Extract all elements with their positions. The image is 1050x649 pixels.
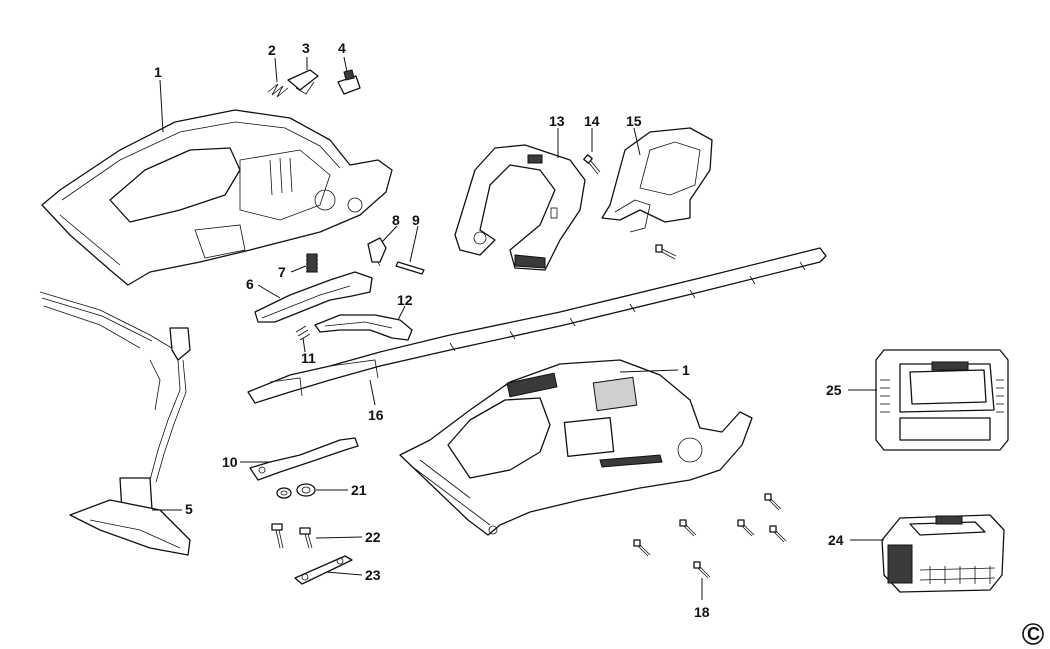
part-24-battery [881, 514, 1005, 593]
part-9-pin [395, 261, 425, 275]
part-23-strip [294, 555, 353, 585]
leader-part-9 [409, 225, 419, 263]
label-part-22: 22 [365, 529, 381, 545]
part-21-washers [276, 483, 316, 499]
leader-part-2 [274, 57, 278, 83]
label-part-14: 14 [584, 113, 600, 129]
label-part-3: 3 [302, 40, 310, 56]
part-4-switch [337, 69, 361, 95]
label-part-5: 5 [185, 501, 193, 517]
leader-part-15 [633, 127, 641, 156]
label-part-16: 16 [368, 407, 384, 423]
leader-part-4 [343, 56, 348, 73]
label-part-15: 15 [626, 113, 642, 129]
part-5-wiring [39, 291, 191, 556]
part-3-catch [287, 69, 319, 95]
label-part-2: 2 [268, 42, 276, 58]
part-11-spring [295, 325, 311, 341]
leader-part-12 [397, 305, 406, 321]
copyright-mark: C [1022, 623, 1044, 645]
label-part-8: 8 [392, 212, 400, 228]
part-7-spring [306, 253, 318, 273]
part-10-plate [249, 437, 359, 481]
label-part-4: 4 [338, 40, 346, 56]
label-part-25: 25 [826, 382, 842, 398]
leader-part-11 [302, 337, 306, 353]
label-part-10: 10 [222, 454, 238, 470]
part-25-charger [875, 349, 1009, 451]
label-part-23: 23 [365, 567, 381, 583]
leader-part-1b [619, 369, 679, 373]
part-12-lock-lever [314, 314, 413, 341]
label-part-1b: 1 [682, 362, 690, 378]
leader-part-7 [290, 265, 307, 273]
label-part-1a: 1 [154, 64, 162, 80]
part-6-trigger [254, 271, 373, 323]
label-part-12: 12 [397, 292, 413, 308]
label-part-7: 7 [278, 264, 286, 280]
label-part-24: 24 [828, 532, 844, 548]
leader-part-1a [159, 79, 164, 133]
screw-handle [655, 244, 677, 260]
part-2-spring [267, 83, 289, 98]
label-part-6: 6 [246, 276, 254, 292]
part-1-right-housing [399, 359, 753, 536]
part-8-lever [367, 237, 387, 267]
leader-part-8 [381, 225, 398, 243]
part-18-screws [633, 493, 787, 579]
part-15-handle-cover [601, 127, 713, 233]
leader-part-16 [369, 379, 376, 406]
part-22-screws [271, 523, 313, 549]
label-part-11: 11 [301, 350, 316, 366]
leader-part-6 [257, 284, 281, 299]
leader-part-23 [325, 571, 363, 576]
label-part-21: 21 [351, 482, 367, 498]
label-part-18: 18 [694, 604, 710, 620]
copyright-letter: C [1027, 624, 1040, 644]
part-1-left-housing [41, 109, 393, 286]
part-13-handle-guard [454, 144, 586, 271]
part-16-blade [247, 247, 827, 404]
label-part-9: 9 [412, 212, 420, 228]
part-14-screw [583, 154, 601, 175]
leader-part-22 [315, 536, 363, 539]
label-part-13: 13 [549, 113, 565, 129]
